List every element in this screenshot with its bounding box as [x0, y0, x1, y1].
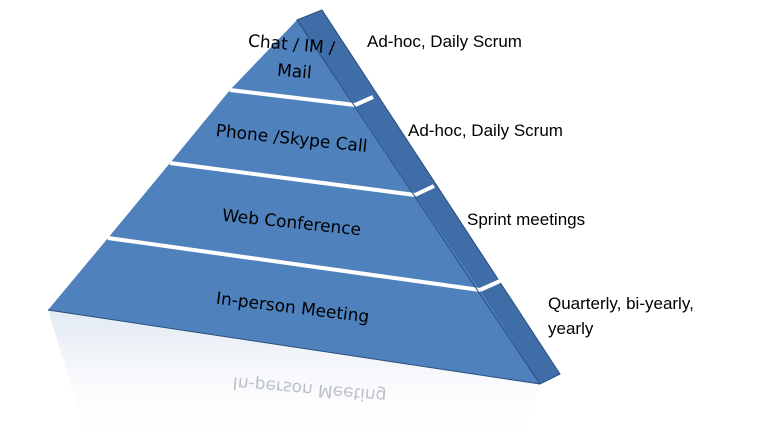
frequency-label-phone: Ad-hoc, Daily Scrum [408, 119, 563, 144]
frequency-text: Sprint meetings [467, 210, 586, 229]
tier-separators [107, 88, 501, 292]
tier-in-person-meeting [48, 238, 540, 384]
frequency-label-web-conference: Sprint meetings [467, 208, 585, 233]
reflection-base [48, 310, 540, 448]
separator-1-front [229, 88, 356, 107]
frequency-text-line-1: Quarterly, bi-yearly, [548, 294, 694, 313]
separator-2-side [414, 184, 435, 197]
frequency-text: Ad-hoc, Daily Scrum [367, 32, 522, 51]
front-right-edge [296, 19, 541, 385]
frequency-label-in-person: Quarterly, bi-yearly, yearly [548, 292, 694, 341]
bottom-edge [47, 309, 541, 385]
tier-phone-skype-call [170, 90, 415, 195]
pyramid-front-face [48, 20, 540, 384]
tier-web-conference [108, 163, 480, 290]
frequency-text: Ad-hoc, Daily Scrum [408, 121, 563, 140]
separator-3-side [479, 279, 501, 292]
separator-3-front [107, 236, 481, 292]
separator-2-front [169, 161, 416, 197]
frequency-label-chat: Ad-hoc, Daily Scrum [367, 30, 522, 55]
tier-label-chat-line-2: Mail [276, 61, 312, 84]
frequency-text-line-2: yearly [548, 318, 594, 338]
pyramid-edges [47, 19, 541, 385]
tier-chat-im-mail [230, 20, 355, 105]
pyramid-reflection: In-person Meeting [48, 310, 540, 448]
separator-1-side [354, 95, 374, 107]
